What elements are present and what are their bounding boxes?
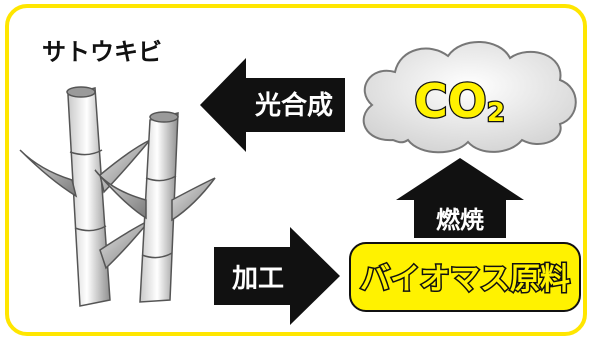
title-text: サトウキビ: [42, 38, 162, 66]
photosynthesis-arrow: 光合成: [200, 58, 345, 152]
biomass-box: バイオマス原料: [349, 242, 581, 312]
biomass-label: バイオマス原料: [360, 262, 570, 297]
photosynthesis-label: 光合成: [254, 90, 333, 121]
cloud-icon: CO2: [362, 41, 577, 154]
combustion-arrow: 燃焼: [396, 158, 524, 238]
processing-arrow: 加工: [214, 227, 340, 325]
sugarcane-icon: [19, 86, 216, 307]
combustion-label: 燃焼: [436, 206, 484, 234]
co2-label: CO2: [414, 74, 505, 128]
processing-label: 加工: [232, 264, 284, 294]
